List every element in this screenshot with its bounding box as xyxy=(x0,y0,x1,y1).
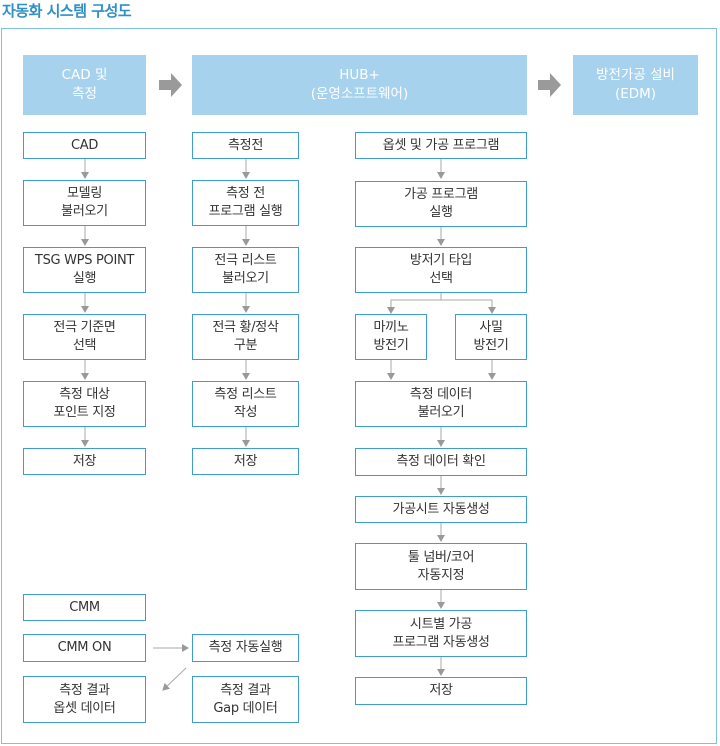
step-text: 방전기 xyxy=(373,338,409,353)
step-text: CMM xyxy=(69,599,100,615)
diagram-title: 자동화 시스템 구성도 xyxy=(2,2,132,20)
header-cad-line2: 측정 xyxy=(72,86,97,102)
step-cmm: CMM xyxy=(23,594,146,621)
step-text: TSG WPS POINT xyxy=(34,253,135,268)
step-check-measure-data: 측정 데이터 확인 xyxy=(355,448,527,476)
step-load-electrode-list: 전극 리스트 불러오기 xyxy=(192,247,299,293)
step-load-model: 모델링 불러오기 xyxy=(23,180,146,226)
step-text: 측정 리스트 xyxy=(214,387,277,402)
step-offset-program: 옵셋 및 가공 프로그램 xyxy=(355,132,527,159)
step-text: 측정 대상 xyxy=(59,387,110,402)
step-text: 선택 xyxy=(429,271,453,286)
header-cad: CAD 및 측정 xyxy=(23,55,146,115)
step-text: 저장 xyxy=(72,453,97,469)
step-text: Gap 데이터 xyxy=(213,700,278,716)
step-text: 저장 xyxy=(233,453,258,469)
step-result-offset: 측정 결과 옵셋 데이터 xyxy=(23,676,146,723)
step-cmm-on: CMM ON xyxy=(23,634,146,662)
step-text: 옵셋 및 가공 프로그램 xyxy=(382,137,500,153)
step-text: 측정 데이터 확인 xyxy=(396,454,486,469)
step-auto-sheet: 가공시트 자동생성 xyxy=(355,496,527,523)
header-hub-line2: (운영소프트웨어) xyxy=(310,86,409,102)
step-text: 전극 기준면 xyxy=(53,320,116,335)
step-rough-finish: 전극 황/정삭 구분 xyxy=(192,314,299,360)
step-sheet-program: 시트별 가공 프로그램 자동생성 xyxy=(355,610,527,657)
header-hub: HUB+ (운영소프트웨어) xyxy=(192,55,527,115)
step-text: 측정 자동실행 xyxy=(208,640,283,655)
step-text: 측정전 xyxy=(228,137,263,153)
step-text: 모델링 xyxy=(67,186,102,201)
header-hub-line1: HUB+ xyxy=(339,67,380,83)
step-text: 포인트 지정 xyxy=(53,405,116,420)
step-text: 가공시트 자동생성 xyxy=(392,501,490,517)
header-cad-line1: CAD 및 xyxy=(61,67,108,83)
step-sodick-edm: 사밀 방전기 xyxy=(455,314,527,360)
step-run-pre-program: 측정 전 프로그램 실행 xyxy=(192,180,299,226)
step-text: 측정 결과 xyxy=(59,682,110,698)
step-text: 측정 결과 xyxy=(220,682,271,698)
step-measure-points: 측정 대상 포인트 지정 xyxy=(23,381,146,427)
step-text: 불러오기 xyxy=(222,271,269,286)
step-auto-measure: 측정 자동실행 xyxy=(192,634,299,662)
step-text: 저장 xyxy=(429,683,453,698)
header-edm: 방전가공 설비 (EDM) xyxy=(573,55,698,115)
step-text: 측정 데이터 xyxy=(409,387,473,402)
step-makino-edm: 마끼노 방전기 xyxy=(355,314,427,360)
step-load-measure-data: 측정 데이터 불러오기 xyxy=(355,381,527,427)
step-save-edm: 저장 xyxy=(355,677,527,705)
step-text: 전극 리스트 xyxy=(214,253,277,268)
step-pre-measure: 측정전 xyxy=(192,132,299,159)
step-text: 방저기 타입 xyxy=(409,253,473,268)
step-text: 프로그램 실행 xyxy=(208,204,283,219)
diagram-frame xyxy=(1,28,717,744)
step-text: 자동지정 xyxy=(417,567,465,583)
step-select-datum: 전극 기준면 선택 xyxy=(23,314,146,360)
step-text: 프로그램 자동생성 xyxy=(392,634,490,650)
step-cad: CAD xyxy=(23,132,146,159)
step-save-cad: 저장 xyxy=(23,448,146,475)
header-edm-line1: 방전가공 설비 xyxy=(596,67,675,83)
header-edm-line2: (EDM) xyxy=(614,86,657,102)
step-tool-number: 툴 넘버/코어 자동지정 xyxy=(355,543,527,590)
connector-lines xyxy=(81,159,496,691)
step-text: 툴 넘버/코어 xyxy=(407,549,475,565)
step-text: 옵셋 데이터 xyxy=(53,700,116,716)
step-tsg-wps: TSG WPS POINT 실행 xyxy=(23,247,146,293)
step-text: 마끼노 xyxy=(373,320,409,335)
step-text: 전극 황/정삭 xyxy=(212,320,279,335)
step-text: 구분 xyxy=(233,338,258,353)
step-text: 가공 프로그램 xyxy=(404,187,478,202)
step-text: CMM ON xyxy=(57,640,112,655)
step-text: CAD xyxy=(70,137,99,153)
step-select-discharge-type: 방저기 타입 선택 xyxy=(355,247,527,293)
step-text: 불러오기 xyxy=(61,204,108,219)
step-text: 실행 xyxy=(429,205,453,220)
step-run-program: 가공 프로그램 실행 xyxy=(355,181,527,227)
step-text: 측정 전 xyxy=(226,186,265,201)
step-result-gap: 측정 결과 Gap 데이터 xyxy=(192,676,299,723)
step-create-measure-list: 측정 리스트 작성 xyxy=(192,381,299,427)
header-arrows xyxy=(159,73,561,97)
step-text: 시트별 가공 xyxy=(409,616,473,632)
step-text: 작성 xyxy=(233,405,258,420)
step-text: 실행 xyxy=(72,271,97,286)
step-text: 방전기 xyxy=(473,338,509,353)
step-text: 선택 xyxy=(72,338,97,353)
step-text: 사밀 xyxy=(479,320,503,335)
step-save-hub: 저장 xyxy=(192,448,299,475)
step-text: 불러오기 xyxy=(417,405,465,420)
